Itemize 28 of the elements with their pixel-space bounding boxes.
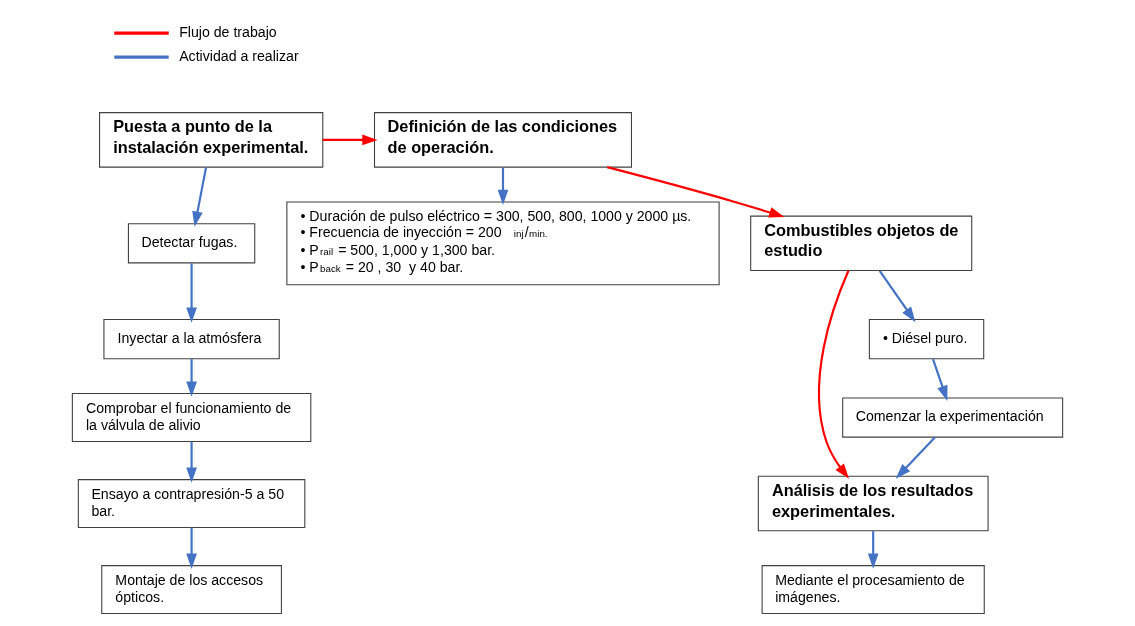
arrow: [192, 167, 208, 227]
node-box: Comenzar la experimentación: [842, 397, 1064, 438]
arrow: [322, 134, 378, 146]
arrow: [186, 359, 197, 397]
node-box: Análisis de los resultados experimentales.: [757, 475, 989, 532]
arrow: [878, 270, 916, 323]
node-box: • Diésel puro.: [868, 319, 985, 360]
arrow: [186, 527, 197, 569]
node-box: Combustibles objetos de estudio: [750, 215, 973, 272]
node-box: Mediante el procesamiento de imágenes.: [761, 565, 985, 615]
legend-label: Actividad a realizar: [179, 47, 299, 64]
node-box: Montaje de los accesos ópticos.: [101, 565, 282, 615]
arrow: [817, 270, 850, 479]
arrow: [867, 531, 879, 569]
node-box: Ensayo a contrapresión-5 a 50 bar.: [77, 479, 306, 529]
node-box: Comprobar el funcionamiento de la válvula de alivio: [71, 393, 312, 443]
node-box: Definición de las condiciones de operación.: [373, 112, 632, 168]
arrow: [895, 436, 936, 479]
arrow: [931, 358, 948, 401]
arrow: [186, 263, 197, 323]
node-box: • Duración de pulso eléctrico = 300, 500, 800, 1000 y 2000 µs. • Frecuencia de inyección = 200 inj/min. • Prail = 500, 1,000 y 1,300 bar. • Pback = 20 , 30 y 40 bar.: [286, 201, 720, 286]
node-box: Detectar fugas.: [127, 223, 256, 264]
arrow: [497, 167, 509, 205]
legend-label: Flujo de trabajo: [179, 23, 277, 40]
arrow: [606, 166, 785, 218]
node-box: Inyectar a la atmósfera: [103, 319, 280, 360]
node-box: Puesta a punto de la instalación experimental.: [99, 112, 324, 168]
arrow: [186, 441, 197, 483]
